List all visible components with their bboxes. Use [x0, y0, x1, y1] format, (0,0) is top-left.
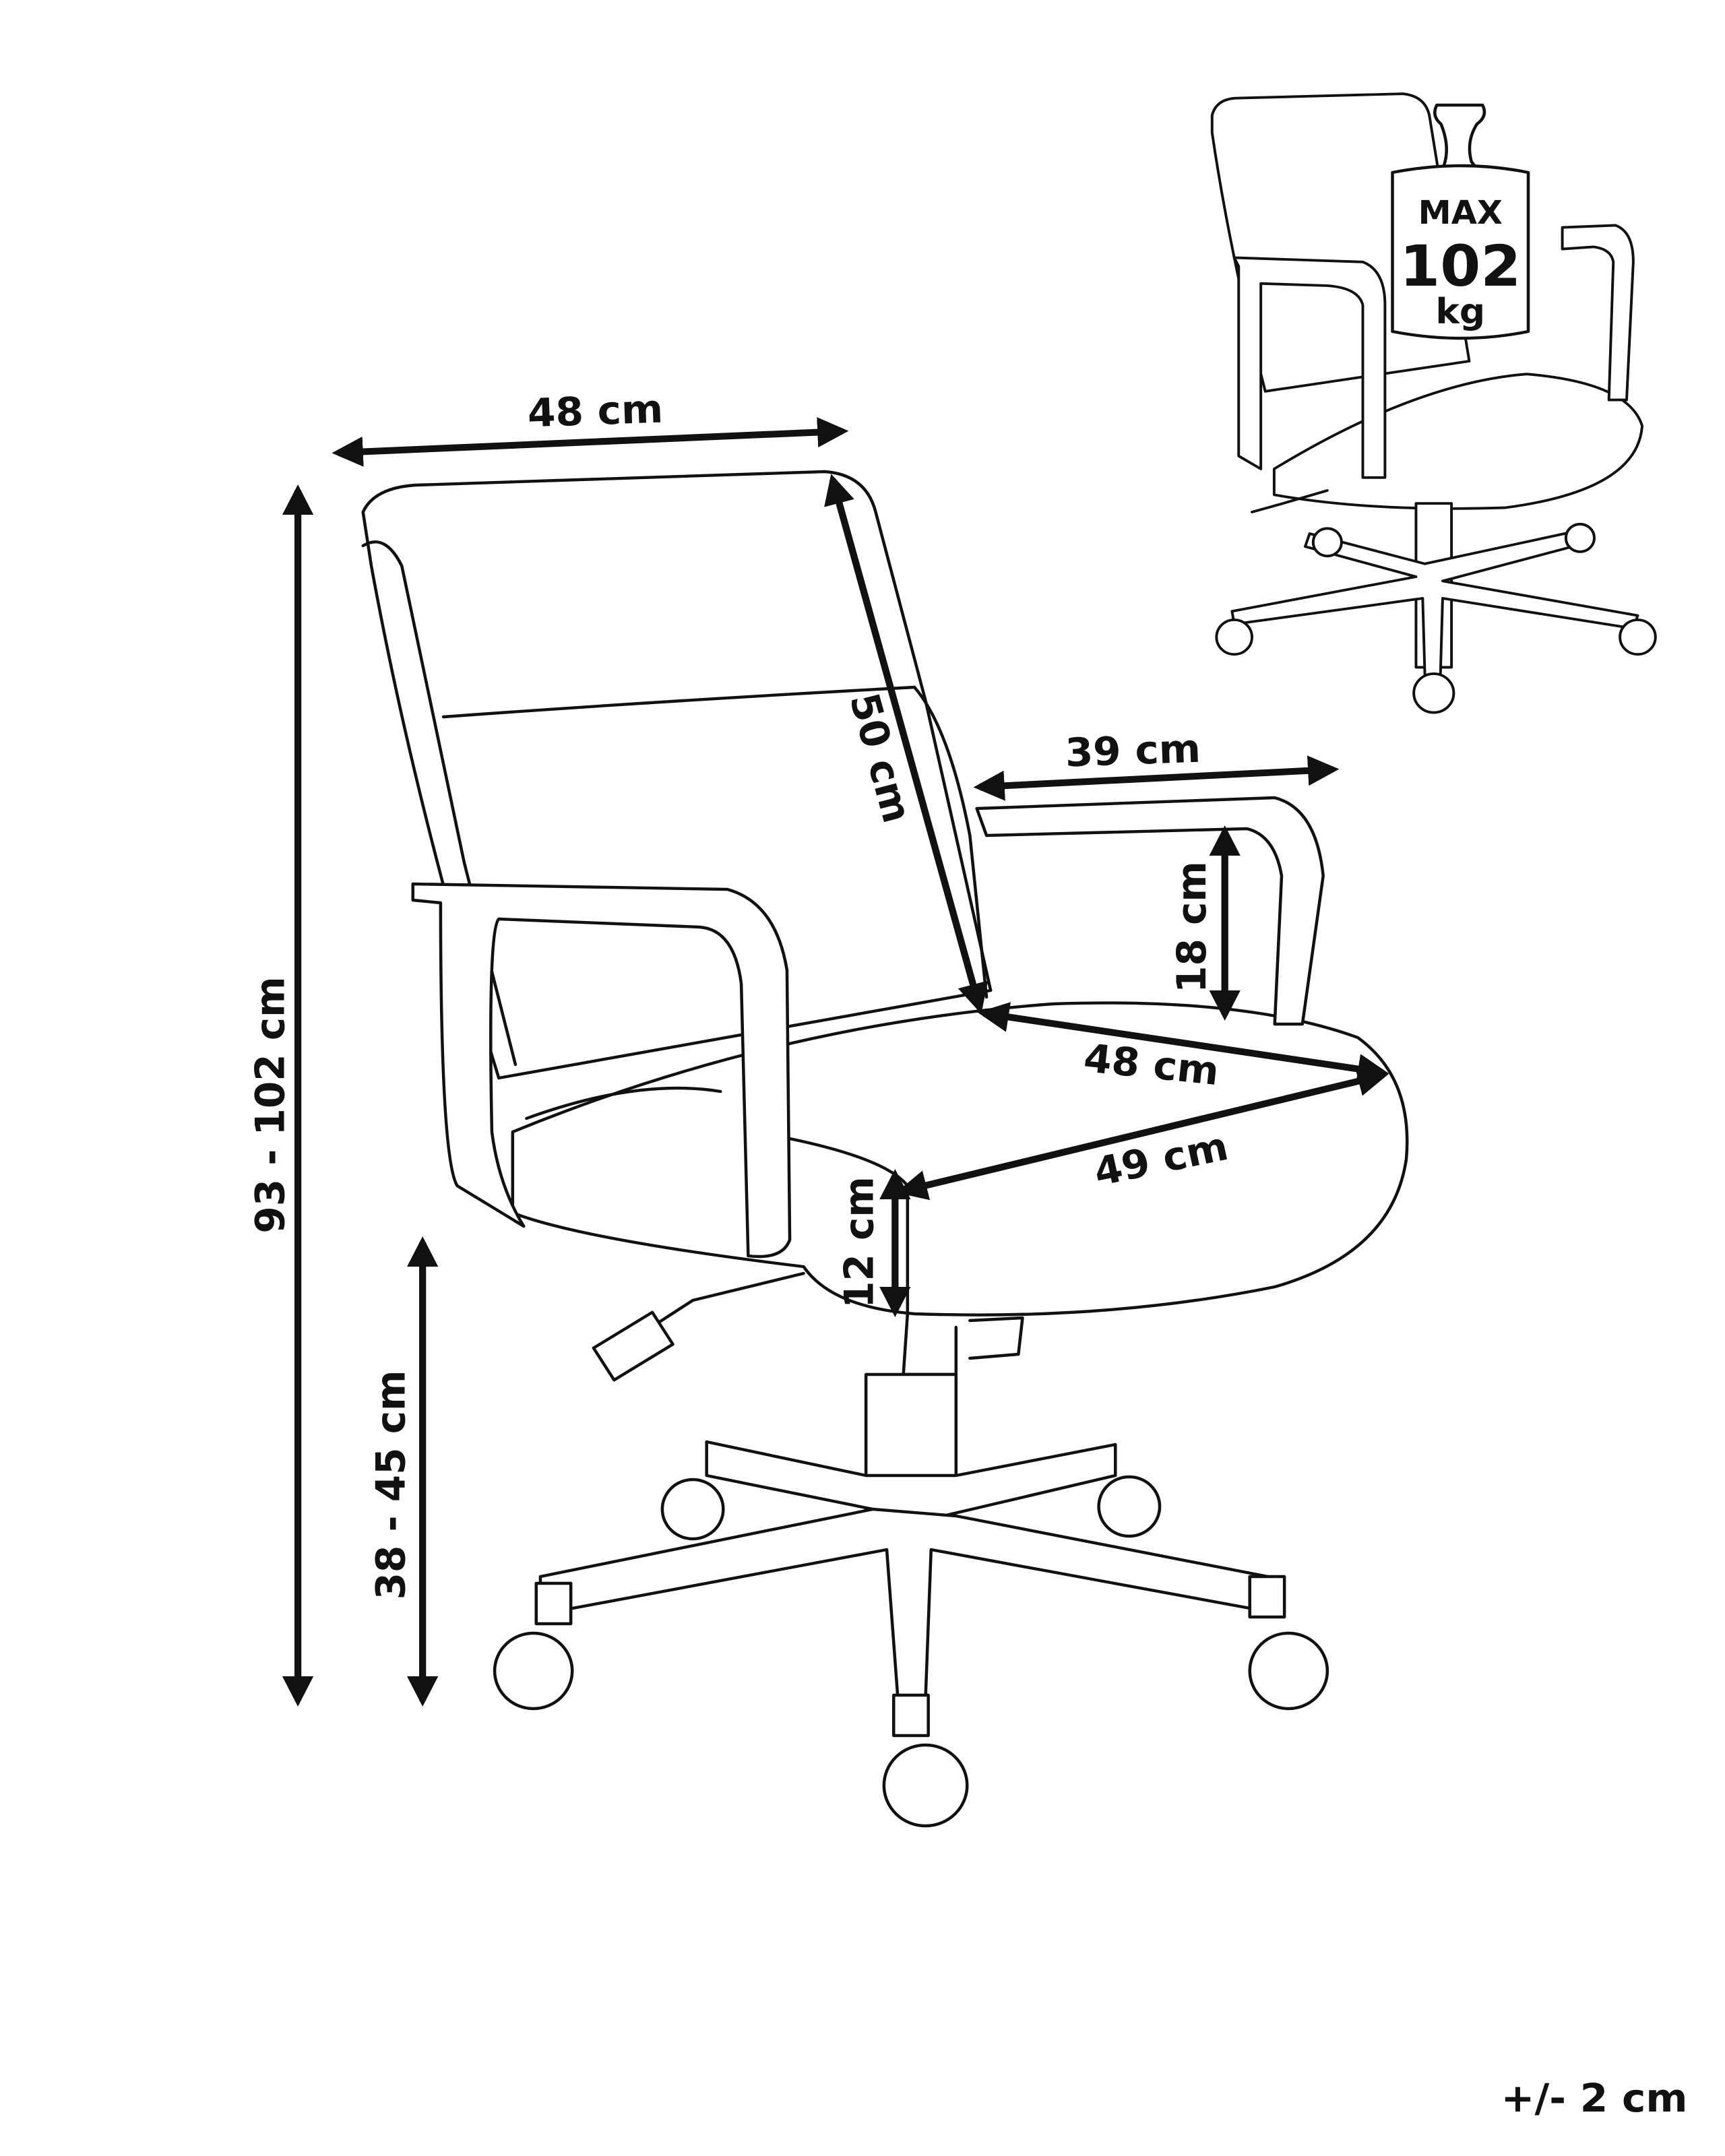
arrow-armrest-depth	[973, 755, 1340, 801]
label-armrest-height: 18 cm	[1168, 861, 1215, 993]
arrow-seat-width	[896, 1066, 1389, 1201]
label-total-height: 93 - 102 cm	[247, 976, 294, 1233]
max-load-thumbnail: MAX 102 kg	[1210, 92, 1657, 714]
max-load-unit: kg	[1435, 292, 1485, 332]
arrow-backrest-height	[824, 474, 989, 1014]
label-backrest-width: 48 cm	[527, 385, 664, 436]
arrow-seat-depth	[977, 1002, 1389, 1084]
label-seat-thickness: 12 cm	[836, 1176, 883, 1308]
arrow-backrest-width	[332, 417, 849, 467]
max-label: MAX	[1418, 195, 1503, 232]
dimension-arrows	[282, 417, 1389, 1707]
weight-icon: MAX 102 kg	[1391, 103, 1530, 340]
label-seat-height: 38 - 45 cm	[367, 1370, 414, 1600]
max-load-value: 102	[1400, 234, 1521, 300]
label-armrest-depth: 39 cm	[1065, 725, 1202, 775]
tolerance-note: +/- 2 cm	[1501, 2075, 1688, 2121]
caster-wheels	[493, 1475, 1329, 1828]
